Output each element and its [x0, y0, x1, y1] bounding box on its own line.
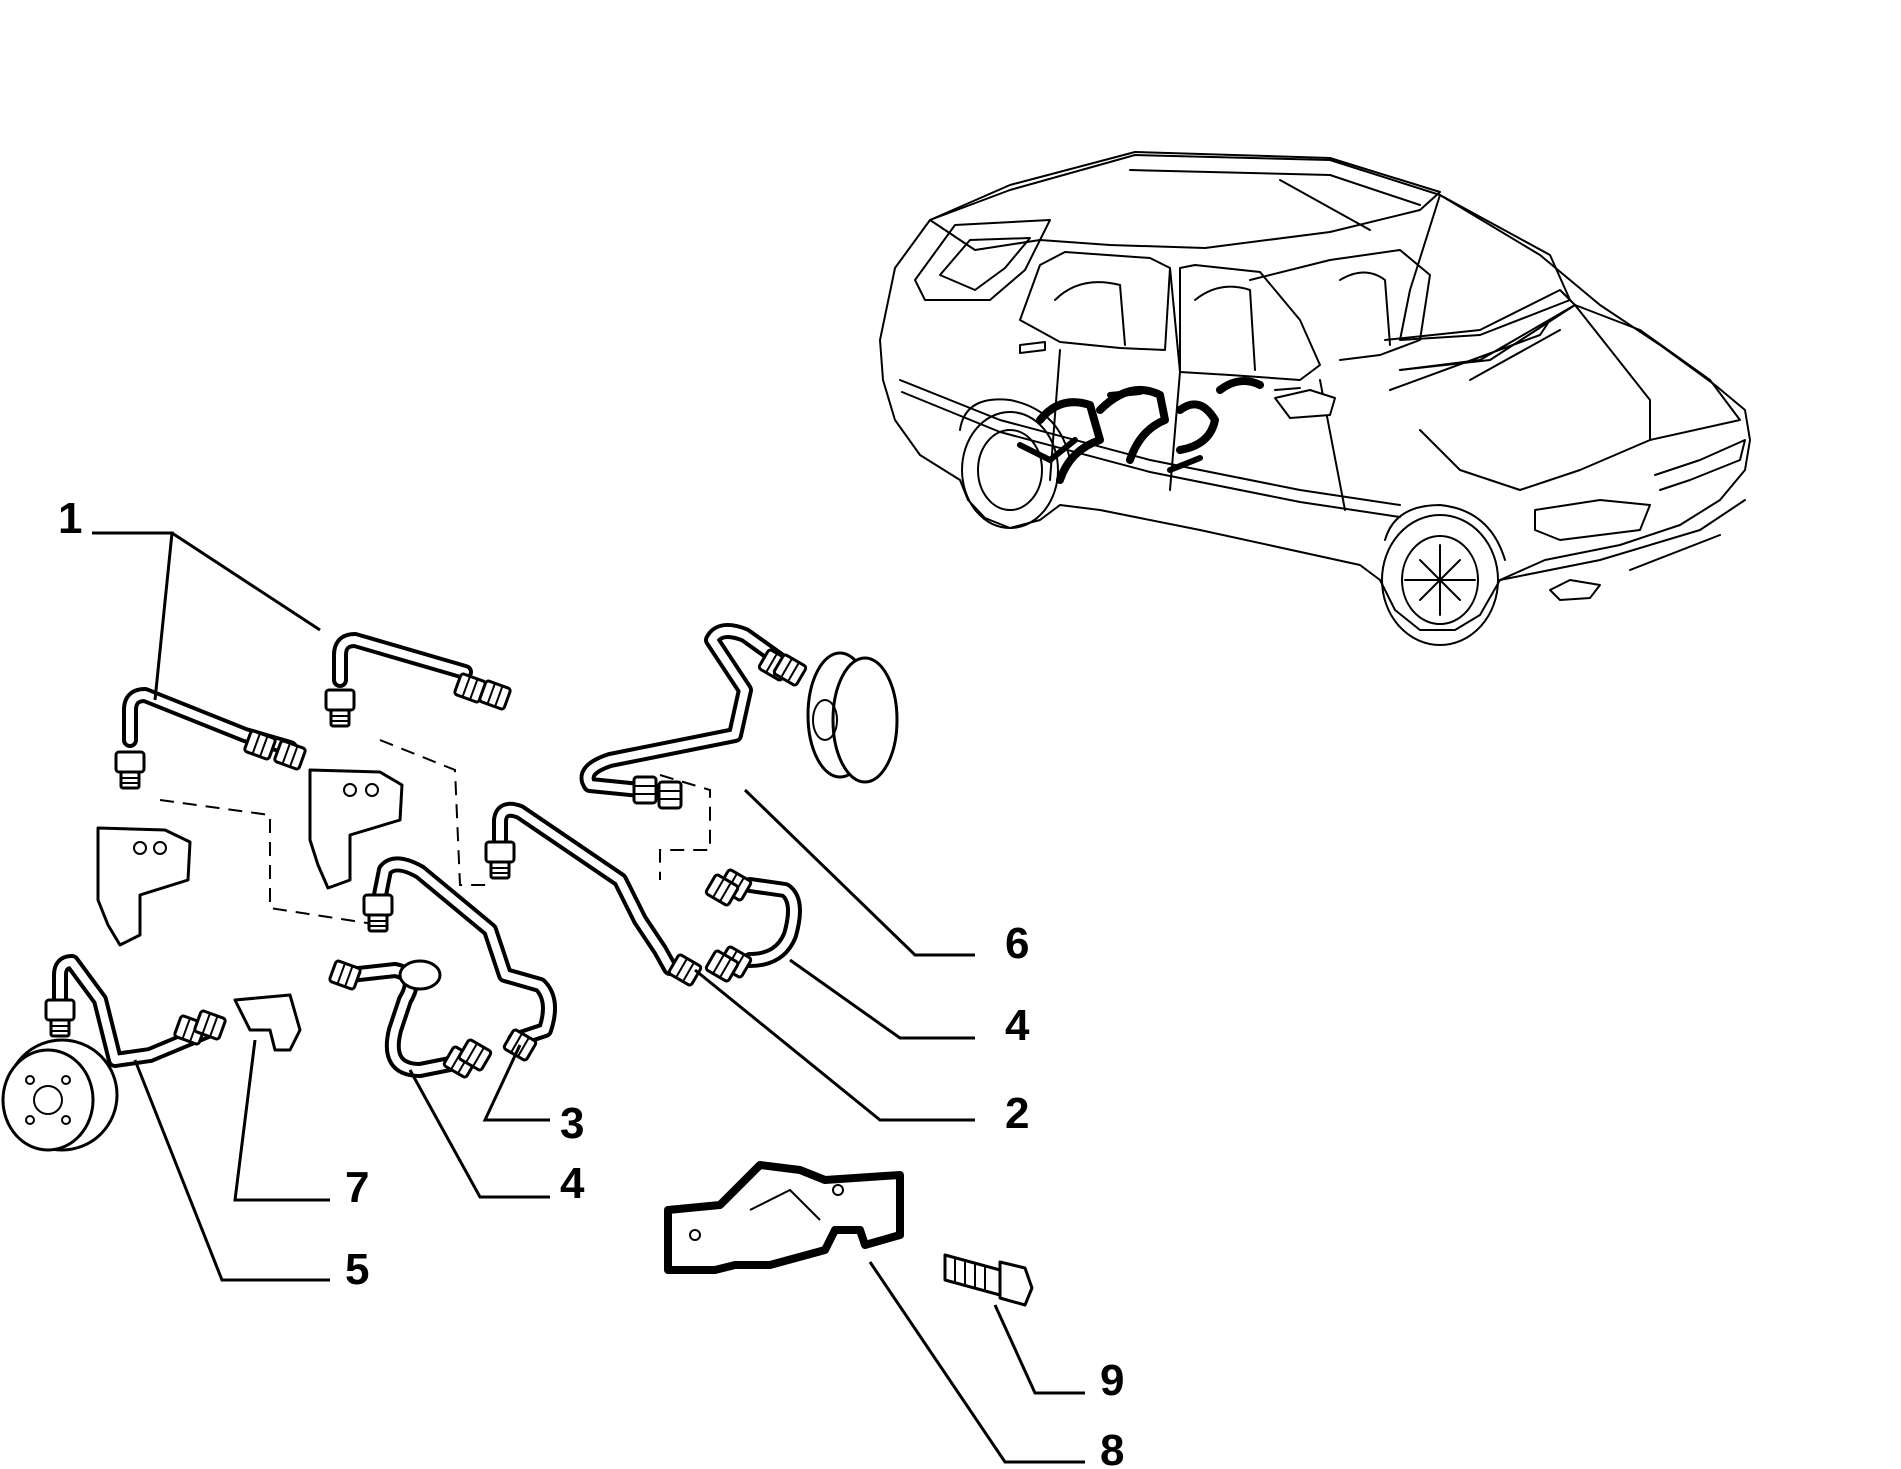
brake-pipe-1-left [114, 687, 308, 790]
brake-pipe-4-upper [703, 867, 802, 984]
callout-5: 5 [345, 1245, 369, 1294]
brake-pipe-3 [362, 856, 557, 1063]
callout-4-upper: 4 [1005, 1001, 1030, 1050]
brake-pipe-2 [484, 801, 704, 988]
callout-8: 8 [1100, 1426, 1124, 1469]
callout-7: 7 [345, 1163, 369, 1212]
alignment-dashes [159, 739, 711, 926]
leader-lines [92, 531, 1085, 1464]
bracket-plate-8 [664, 1161, 904, 1274]
car-illustration [879, 151, 1751, 646]
brake-pipe-1-upper [324, 632, 513, 728]
brake-drum-left [1, 1038, 119, 1152]
callout-3: 3 [560, 1099, 584, 1148]
brake-pipe-4-lower [327, 958, 494, 1080]
callout-labels: 1 6 4 2 3 4 7 5 9 8 [58, 494, 1124, 1469]
callout-6: 6 [1005, 919, 1029, 968]
callout-4-lower: 4 [560, 1159, 585, 1208]
brake-pipe-6 [579, 623, 809, 810]
callout-9: 9 [1100, 1356, 1124, 1405]
bolt-9 [943, 1253, 1034, 1307]
bracket-center [308, 768, 404, 890]
clip-7 [233, 993, 302, 1052]
callout-1: 1 [58, 494, 82, 543]
bracket-left [96, 826, 192, 947]
brake-pipe-5 [44, 954, 228, 1068]
callout-2: 2 [1005, 1089, 1029, 1138]
brake-drum-right [806, 651, 899, 784]
